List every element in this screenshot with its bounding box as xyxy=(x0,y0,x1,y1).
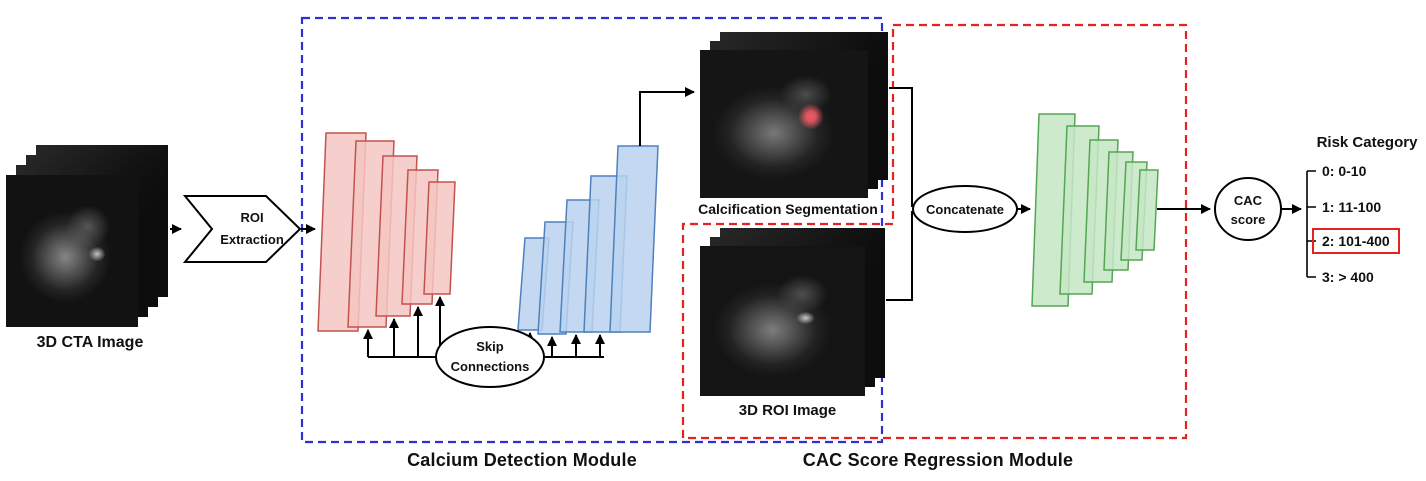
roi-ct-slice xyxy=(700,246,865,396)
risk-category-item: 1: 11-100 xyxy=(1322,199,1382,215)
concatenate-ellipse xyxy=(912,185,1018,233)
encoder-stack xyxy=(317,132,456,332)
cta-image-stack xyxy=(6,145,176,330)
ct-slice xyxy=(6,175,138,327)
roi-extraction-chevron xyxy=(182,195,302,263)
cta-image-label: 3D CTA Image xyxy=(36,334,144,351)
decoder-layer xyxy=(609,145,659,333)
encoder-layer xyxy=(423,181,456,295)
flow-arrows xyxy=(170,87,1302,301)
skip-connections-ellipse xyxy=(435,326,545,388)
cac-regression-module-box xyxy=(681,23,1188,440)
segmentation-image-stack xyxy=(700,32,890,200)
roi-extraction-label: ROI Extraction xyxy=(220,210,284,247)
segmentation-ct-slice xyxy=(700,50,868,198)
risk-category-item: 2: 101-400 xyxy=(1312,228,1400,254)
concatenate-label: Concatenate xyxy=(925,202,1005,217)
cac-regression-module-label: CAC Score Regression Module xyxy=(802,450,1074,470)
risk-category-item: 3: > 400 xyxy=(1322,269,1374,285)
segmentation-label: Calcification Segmentation xyxy=(698,201,878,217)
risk-category-title: Risk Category xyxy=(1316,134,1418,151)
cac-score-label: CAC score xyxy=(1230,193,1266,227)
cac-score-circle xyxy=(1214,177,1282,241)
roi-image-label: 3D ROI Image xyxy=(738,402,837,419)
decoder-stack xyxy=(517,145,659,335)
calcium-detection-module-label: Calcium Detection Module xyxy=(407,450,637,470)
risk-category-bracket xyxy=(1306,170,1316,278)
risk-category-item: 0: 0-10 xyxy=(1322,163,1367,179)
conv-layer xyxy=(1135,169,1159,251)
conv-stack xyxy=(1031,113,1159,307)
roi-image-stack xyxy=(700,228,887,398)
skip-connections-label: Skip Connections xyxy=(450,339,530,374)
